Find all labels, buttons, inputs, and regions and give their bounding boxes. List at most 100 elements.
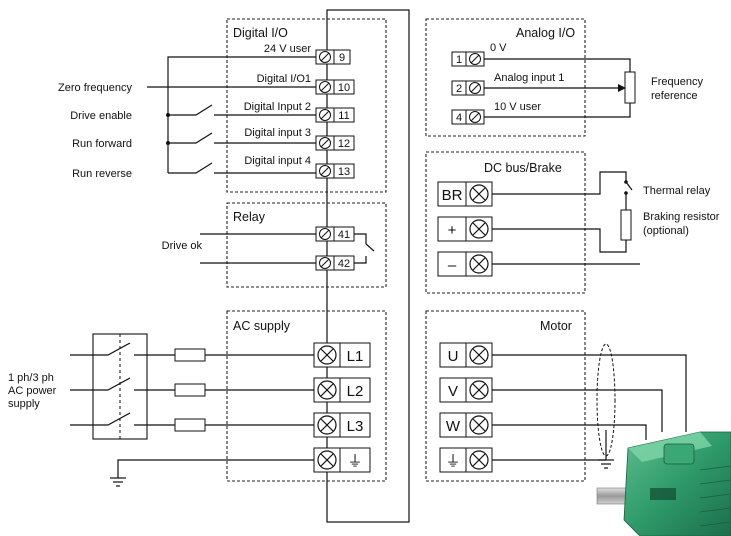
terminal-4-number: 4: [456, 112, 462, 124]
digital-io-label-9: 24 V user: [264, 43, 311, 55]
terminal-2-number: 2: [456, 83, 462, 95]
analog-label-input1: Analog input 1: [494, 72, 564, 84]
braking-resistor-label-1: Braking resistor: [643, 211, 720, 223]
terminal-13: 13: [315, 163, 355, 179]
drive-enable-label: Drive enable: [70, 110, 132, 122]
terminal-42-number: 42: [338, 258, 350, 270]
digital-io-label-13: Digital input 4: [244, 155, 311, 167]
fuse-2: [174, 383, 206, 397]
terminal-10-number: 10: [338, 82, 350, 94]
terminal-42: 42: [315, 255, 355, 271]
pot-high-wire: [484, 103, 631, 118]
terminal-ac-ground: ⏚: [313, 447, 371, 473]
terminal-plus-label: +: [448, 222, 457, 239]
terminal-u-label: U: [448, 348, 459, 365]
run-forward-switch: [168, 132, 316, 144]
terminal-w: W: [439, 412, 493, 438]
terminal-9-number: 9: [339, 52, 345, 64]
fuse-1: [174, 348, 206, 362]
motor-ground-symbol: ⏚: [445, 453, 460, 470]
terminal-9: 9: [315, 49, 351, 65]
potentiometer: [624, 71, 636, 104]
digital-io-box: [226, 18, 387, 193]
motor-cable-v: [492, 389, 663, 432]
terminal-l3: L3: [313, 412, 371, 438]
fuse-3: [174, 418, 206, 432]
dc-bus-group: DC bus/Brake BR + – Therm: [425, 151, 720, 294]
ac-source-label-1: 1 ph/3 ph: [8, 372, 54, 384]
ac-source-label-2: AC power: [8, 385, 57, 397]
digital-io-label-10: Digital I/O1: [257, 73, 311, 85]
terminal-11-number: 11: [338, 110, 349, 122]
digital-io-group: Digital I/O 24 V user Digital I/O1 Digit…: [58, 18, 387, 193]
terminal-l3-label: L3: [347, 418, 364, 435]
braking-resistor-wire: [492, 228, 627, 253]
relay-box: [226, 202, 387, 288]
motor-group: Motor U V W ⏚: [425, 310, 731, 536]
ac-supply-box: [226, 310, 387, 482]
pot-low-wire: [484, 58, 631, 72]
isolator-switch-box: [92, 333, 148, 440]
isolator-pole-3: [70, 412, 175, 426]
relay-title: Relay: [233, 210, 266, 224]
ac-supply-title: AC supply: [233, 319, 291, 333]
motor-box: [425, 310, 586, 482]
braking-resistor-label-2: (optional): [643, 225, 689, 237]
motor-ground-icon: [598, 459, 614, 469]
terminal-minus-label: –: [448, 257, 457, 274]
terminal-11: 11: [315, 107, 355, 123]
terminal-u: U: [439, 342, 493, 368]
terminal-12-number: 12: [338, 138, 350, 150]
motor-title: Motor: [540, 319, 572, 333]
zero-frequency-label: Zero frequency: [58, 82, 132, 94]
run-forward-label: Run forward: [72, 138, 132, 150]
isolator-pole-1: [70, 342, 175, 356]
terminal-1: 1: [451, 51, 485, 67]
relay-group: Relay 41 42 Drive ok: [162, 202, 387, 288]
common-24v-wire: [167, 56, 316, 173]
analog-io-title: Analog I/O: [516, 26, 575, 40]
terminal-v: V: [439, 377, 493, 403]
terminal-l2-label: L2: [347, 383, 364, 400]
braking-resistor: [620, 209, 632, 241]
digital-io-label-11: Digital Input 2: [244, 101, 311, 113]
thermal-relay-contact: [625, 181, 633, 210]
thermal-relay-wire-top: [492, 171, 627, 195]
thermal-relay-label: Thermal relay: [643, 185, 711, 197]
terminal-br-label: BR: [442, 187, 463, 204]
terminal-13-number: 13: [338, 166, 350, 178]
analog-io-group: Analog I/O 1 2 4 0 V Analog input 1 10 V…: [425, 18, 703, 137]
run-reverse-switch: [168, 162, 316, 174]
terminal-1-number: 1: [456, 54, 462, 66]
terminal-v-label: V: [448, 383, 458, 400]
frequency-reference-label-1: Frequency: [651, 76, 703, 88]
analog-io-box: [425, 18, 586, 137]
analog-label-0v: 0 V: [490, 42, 507, 54]
drive-enable-switch: [168, 104, 316, 116]
pot-wiper-arrow: [618, 84, 626, 92]
terminal-dc-plus: +: [437, 216, 493, 242]
terminal-l2: L2: [313, 377, 371, 403]
run-reverse-label: Run reverse: [72, 168, 132, 180]
terminal-br: BR: [437, 181, 493, 207]
terminal-12: 12: [315, 135, 355, 151]
terminal-motor-ground: ⏚: [439, 447, 493, 473]
terminal-2: 2: [451, 80, 485, 96]
supply-ground-icon: [110, 477, 126, 487]
terminal-l1: L1: [313, 342, 371, 368]
supply-ground-wire: [117, 459, 314, 478]
motor-cable-u: [492, 354, 687, 432]
dc-bus-title: DC bus/Brake: [484, 161, 562, 175]
terminal-41-number: 41: [338, 229, 350, 241]
ac-source-label-3: supply: [8, 398, 40, 410]
motor-icon: [596, 431, 731, 536]
terminal-4: 4: [451, 109, 485, 125]
terminal-l1-label: L1: [347, 348, 364, 365]
terminal-10: 10: [315, 79, 355, 95]
terminal-dc-minus: –: [437, 251, 493, 277]
cable-screen: [596, 343, 616, 457]
ac-ground-symbol: ⏚: [347, 453, 362, 470]
ac-supply-group: AC supply L1 L2 L3 ⏚: [8, 310, 387, 487]
frequency-reference-label-2: reference: [651, 90, 697, 102]
